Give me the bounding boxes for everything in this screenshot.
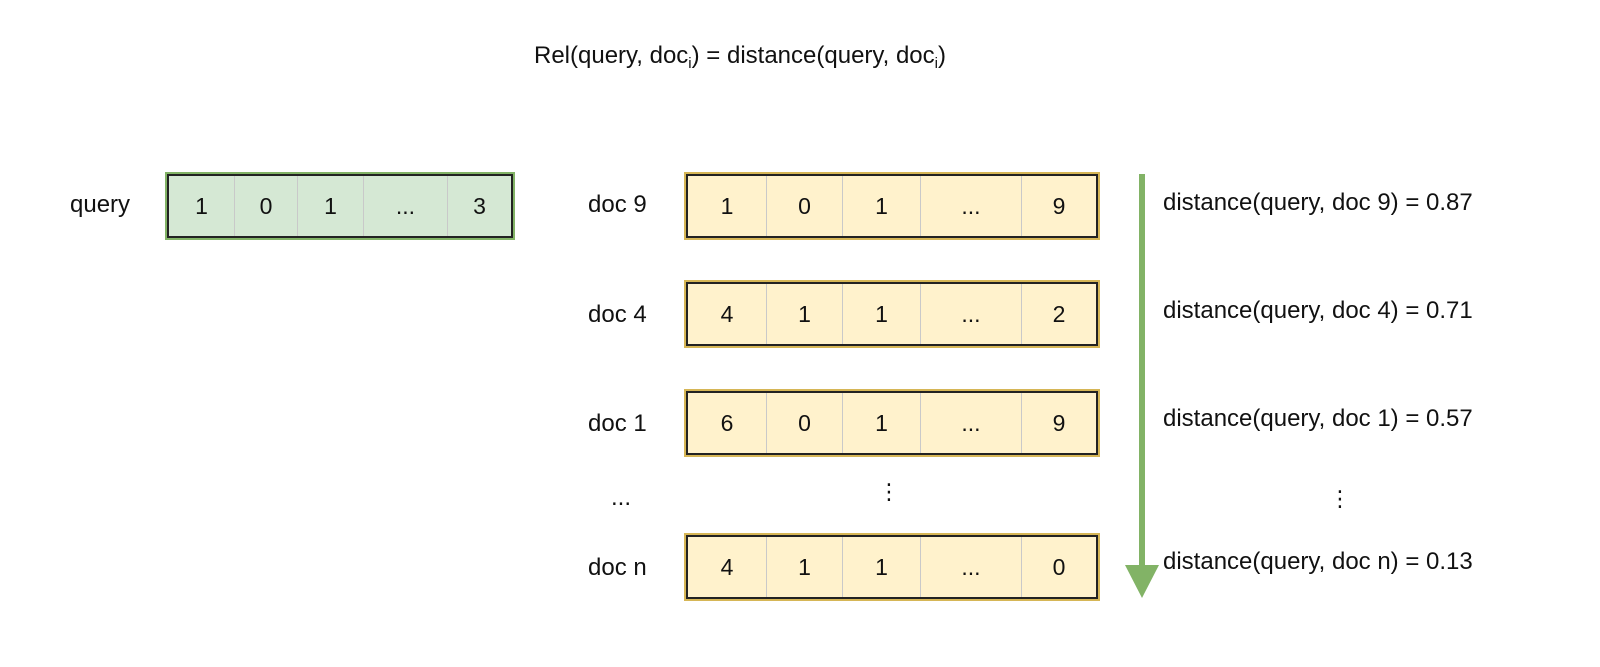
vector-cell: 1 — [843, 393, 921, 453]
vector-cell: 2 — [1052, 300, 1066, 327]
distance-label: distance(query, doc n) = 0.13 — [1163, 548, 1473, 575]
vector-cell: 0 — [1052, 553, 1066, 580]
query-vector: 1 0 1 ... 3 — [165, 172, 515, 240]
vector-cell: 0 — [767, 176, 843, 236]
doc-label: doc 4 — [588, 301, 647, 328]
vector-cell: 9 — [1052, 192, 1066, 219]
formula-title: Rel(query, doci) = distance(query, doci) — [534, 42, 946, 72]
vector-cell: 1 — [169, 176, 235, 236]
doc-vector: 4 1 1 ... 2 — [684, 280, 1100, 348]
vector-cell: 4 — [688, 537, 767, 597]
vector-cell: ... — [921, 393, 1022, 453]
vector-cell: 3 — [473, 192, 486, 219]
doc-vector: 6 0 1 ... 9 — [684, 389, 1100, 457]
query-label: query — [70, 191, 131, 218]
vector-cell: 1 — [767, 537, 843, 597]
vector-cell: 4 — [688, 284, 767, 344]
vector-cell: ... — [921, 176, 1022, 236]
doc-label: doc n — [588, 554, 647, 581]
vector-cell: 1 — [298, 176, 364, 236]
doc-label: doc 9 — [588, 191, 647, 218]
vector-cell: 1 — [767, 284, 843, 344]
doc-vector: 4 1 1 ... 0 — [684, 533, 1100, 601]
distance-label: distance(query, doc 1) = 0.57 — [1163, 405, 1473, 432]
vector-cell: ... — [921, 537, 1022, 597]
vector-cell: 0 — [767, 393, 843, 453]
vector-cell: 0 — [235, 176, 298, 236]
vector-cell: ... — [364, 176, 448, 236]
vector-ellipsis: ⋮ — [878, 479, 900, 504]
distance-label: distance(query, doc 9) = 0.87 — [1163, 189, 1473, 216]
doc-label: doc 1 — [588, 410, 647, 437]
vector-cell: 1 — [843, 284, 921, 344]
vector-cell: ... — [921, 284, 1022, 344]
vector-cell: 1 — [688, 176, 767, 236]
vector-cell: 9 — [1052, 409, 1066, 436]
doc-ellipsis: ... — [611, 484, 632, 511]
vector-cell: 6 — [688, 393, 767, 453]
vector-cell: 1 — [843, 176, 921, 236]
distance-ellipsis: ⋮ — [1329, 486, 1351, 511]
vector-cell: 1 — [843, 537, 921, 597]
doc-vector: 1 0 1 ... 9 — [684, 172, 1100, 240]
distance-label: distance(query, doc 4) = 0.71 — [1163, 297, 1473, 324]
